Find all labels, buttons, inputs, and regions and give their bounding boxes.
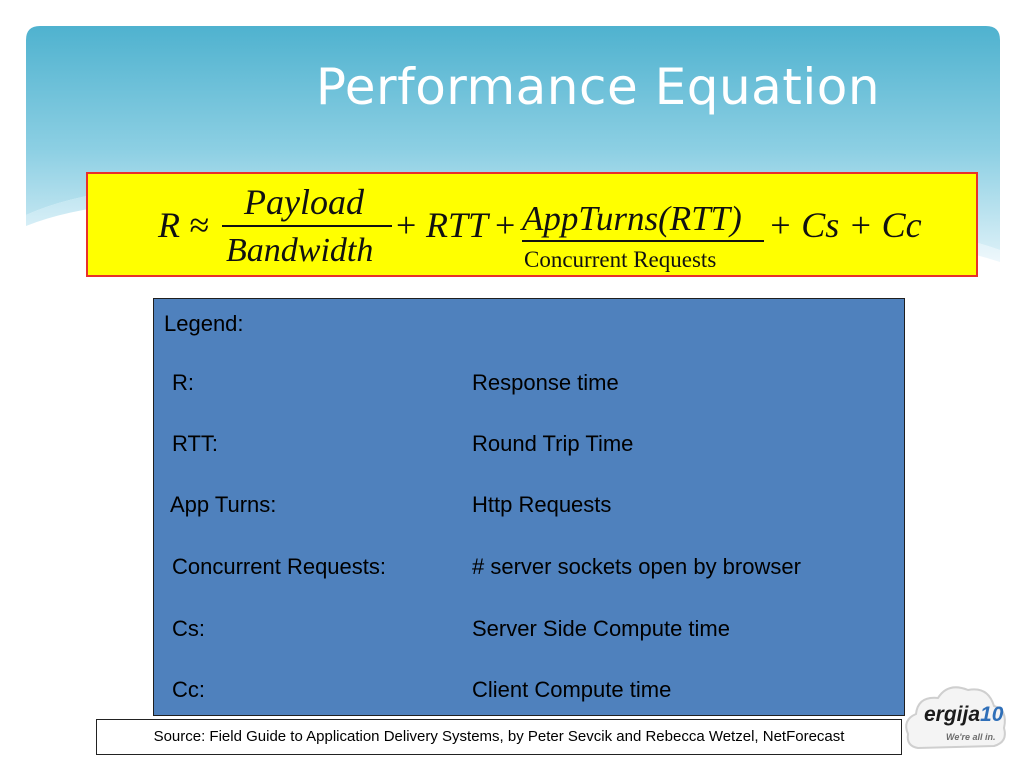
logo-tagline: We're all in. bbox=[946, 732, 996, 742]
legend-term: Cs: bbox=[172, 616, 205, 641]
legend-term: Concurrent Requests: bbox=[172, 554, 386, 579]
legend-row: Cs: Server Side Compute time bbox=[154, 616, 904, 646]
equation-box: R ≈ Payload Bandwidth + RTT + AppTurns(R… bbox=[86, 172, 978, 277]
equation-payload: Payload bbox=[244, 182, 364, 222]
legend-title: Legend: bbox=[164, 311, 244, 336]
equation-concurrent-requests: Concurrent Requests bbox=[524, 247, 717, 272]
equation-tail: + Cs + Cc bbox=[768, 205, 922, 245]
legend-definition: Http Requests bbox=[472, 492, 612, 517]
legend-term: R: bbox=[172, 370, 194, 395]
legend-box: Legend: R: Response time RTT: Round Trip… bbox=[153, 298, 905, 716]
legend-definition: Server Side Compute time bbox=[472, 616, 730, 641]
logo-wordmark: ergija10 bbox=[924, 703, 1003, 727]
equation-bandwidth: Bandwidth bbox=[226, 232, 374, 269]
logo-number: 10 bbox=[980, 703, 1004, 726]
legend-definition: Client Compute time bbox=[472, 677, 672, 702]
fraction-bar-payload bbox=[222, 225, 392, 227]
legend-definition: Response time bbox=[472, 370, 619, 395]
equation-rtt: RTT bbox=[426, 205, 489, 245]
legend-definition: Round Trip Time bbox=[472, 431, 634, 456]
legend-row: Concurrent Requests: # server sockets op… bbox=[154, 554, 904, 584]
legend-term: Cc: bbox=[172, 677, 205, 702]
equation-lhs: R ≈ bbox=[158, 205, 209, 245]
slide-title: Performance Equation bbox=[315, 58, 881, 116]
legend-row: R: Response time bbox=[154, 370, 904, 400]
legend-definition: # server sockets open by browser bbox=[472, 554, 801, 579]
equation-plus-2: + bbox=[495, 205, 516, 245]
source-citation: Source: Field Guide to Application Deliv… bbox=[96, 719, 902, 755]
legend-row: App Turns: Http Requests bbox=[154, 492, 904, 522]
equation-plus-1: + bbox=[396, 205, 417, 245]
equation-app-turns: AppTurns(RTT) bbox=[522, 199, 742, 238]
legend-row: RTT: Round Trip Time bbox=[154, 431, 904, 461]
fraction-bar-app-turns bbox=[522, 240, 764, 242]
legend-row: Cc: Client Compute time bbox=[154, 677, 904, 707]
logo-cloud-icon bbox=[905, 686, 1006, 750]
logo-name: ergija bbox=[924, 703, 981, 726]
legend-term: RTT: bbox=[172, 431, 219, 456]
legend-term: App Turns: bbox=[170, 492, 277, 517]
